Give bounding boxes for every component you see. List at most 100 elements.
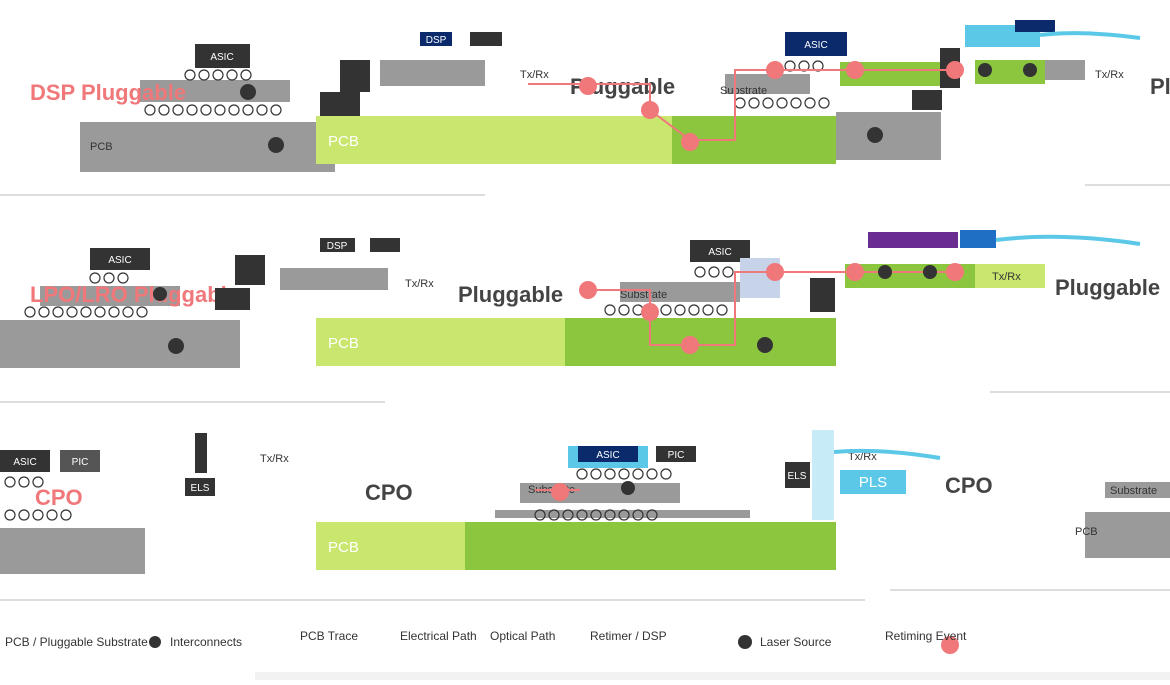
pcb-label-left: PCB (90, 141, 113, 153)
optical-block (960, 230, 996, 248)
dsp-chip (420, 32, 452, 46)
pic-label: PIC (72, 457, 89, 468)
dsp-chip (320, 238, 355, 252)
tx-rx-right: Tx/Rx (992, 271, 1021, 283)
host-pcb-left (80, 122, 335, 172)
legend-marker-dark (738, 635, 752, 649)
tx-chip (470, 32, 502, 46)
els-chip-left (185, 478, 215, 496)
legend-item-0: PCB / Pluggable Substrate (5, 635, 148, 649)
solder-balls (4, 476, 72, 521)
pcb-trace (465, 522, 836, 570)
cage (195, 433, 207, 473)
pcb-label: PCB (328, 335, 359, 352)
fiber-stack (812, 430, 834, 520)
cage (235, 255, 265, 285)
legend-band (255, 672, 1170, 680)
marker-4 (240, 84, 256, 100)
pic-chip-cpo (656, 446, 696, 462)
cpo-title: CPO (365, 480, 413, 505)
host-pcb-left (0, 320, 240, 368)
path-marker-3 (681, 336, 699, 354)
tx-rx-cpo: Tx/Rx (848, 451, 877, 463)
marker-6 (1023, 63, 1037, 77)
laser-block (868, 232, 958, 248)
asic-right (690, 240, 750, 262)
module-end (1045, 60, 1085, 80)
connector (215, 288, 250, 310)
pluggable-label-right: Pluggable (1055, 275, 1160, 300)
marker-6 (923, 265, 937, 279)
legend-marker-interconnect (149, 636, 161, 648)
host-substrate (40, 286, 180, 306)
asic-chip (0, 450, 50, 472)
tx-chip (370, 238, 400, 252)
pluggable-label: Pluggable (458, 282, 563, 307)
legend-item-4: Optical Path (490, 629, 555, 643)
substrate-right (725, 74, 810, 94)
tx-rx-left: Tx/Rx (260, 453, 289, 465)
path-marker-5 (846, 61, 864, 79)
asic-label: ASIC (108, 255, 131, 266)
marker-5 (268, 137, 284, 153)
asic-cpo-label: ASIC (596, 450, 619, 461)
asic-right-label: ASIC (708, 247, 731, 258)
asic-right (785, 32, 847, 56)
asic-chip (90, 248, 150, 270)
fiber (995, 234, 1141, 246)
legend-item-1: Interconnects (170, 635, 242, 649)
solder-balls-cpo (534, 468, 672, 521)
pls-label: PLS (859, 474, 887, 491)
marker-5b (978, 63, 992, 77)
asic-chip (195, 44, 250, 68)
substrate (495, 510, 750, 518)
dsp-label: DSP (426, 35, 447, 46)
module-end (975, 264, 1045, 288)
electrical-path (528, 69, 955, 141)
cage (340, 60, 370, 92)
asic-right-label: ASIC (804, 40, 827, 51)
pcb-trace (565, 318, 836, 366)
row-lpo-pluggable: ASIC LPO/LRO Pluggable PCB DSP Tx/Rx Plu… (0, 230, 1160, 368)
legend-item-3: Electrical Path (400, 629, 477, 643)
connector-right (912, 90, 942, 110)
marker-5b (878, 265, 892, 279)
solder-balls (24, 272, 148, 318)
marker-5 (168, 338, 184, 354)
row-title: LPO/LRO Pluggable (30, 282, 239, 307)
path-marker-4 (766, 61, 784, 79)
path-marker-1 (579, 77, 597, 95)
pluggable-substrate (380, 60, 485, 86)
row-dsp-pluggable: ASIC DSP Pluggable PCB PCB DSP Tx/Rx Plu… (30, 20, 1170, 172)
asic-label: ASIC (210, 52, 233, 63)
asic-chip-cpo (578, 446, 638, 462)
pluggable-body (836, 112, 941, 160)
pic-chip (60, 450, 100, 472)
legend-item-5: Retimer / DSP (590, 629, 667, 643)
path-marker-3 (681, 133, 699, 151)
asic-label: ASIC (13, 457, 36, 468)
solder-balls (144, 69, 282, 116)
host-pcb-right (1085, 512, 1170, 558)
legend-item-6: Laser Source (760, 635, 832, 649)
pluggable-substrate (280, 268, 388, 290)
dsp-right (1015, 20, 1055, 32)
path-marker-1 (551, 483, 569, 501)
row-title: DSP Pluggable (30, 80, 186, 105)
path-marker-6 (946, 263, 964, 281)
fiber (833, 448, 941, 460)
row-title: CPO (35, 485, 83, 510)
marker-3 (757, 337, 773, 353)
path-marker-2 (641, 303, 659, 321)
connector (320, 92, 360, 116)
legend-item-2: PCB Trace (300, 629, 358, 643)
pcb-label: PCB (328, 539, 359, 556)
pls-block (840, 470, 906, 494)
pic-cpo-label: PIC (668, 450, 685, 461)
tx-rx-label: Tx/Rx (405, 278, 434, 290)
path-marker-1 (579, 281, 597, 299)
marker-3 (867, 127, 883, 143)
host-pcb-left (0, 528, 145, 574)
els-label-left: ELS (191, 483, 210, 494)
